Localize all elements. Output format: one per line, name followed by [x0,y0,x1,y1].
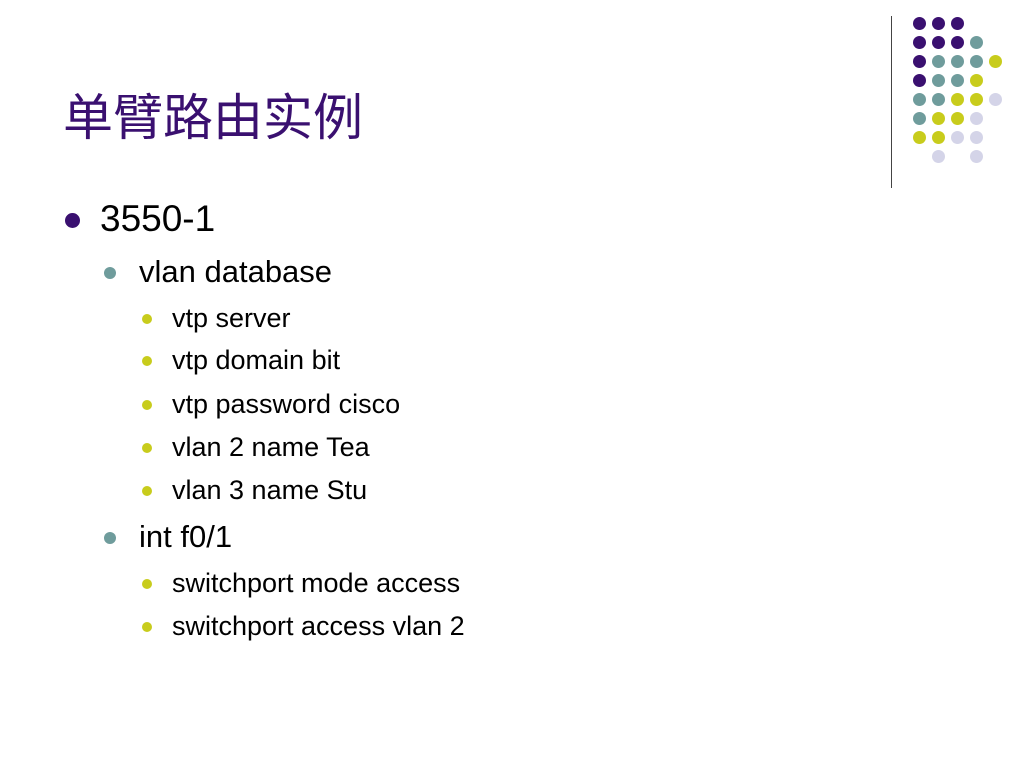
decorative-dot [931,130,945,144]
decorative-dot [912,54,926,68]
vertical-divider [891,16,892,188]
decorative-dot [969,73,983,87]
decorative-dot [969,92,983,106]
decorative-dot [912,130,926,144]
decorative-dot [912,111,926,125]
decorative-dot [950,92,964,106]
bullet-dot-level-2 [104,532,116,544]
decorative-dot [988,92,1002,106]
decorative-dot [950,130,964,144]
decorative-dot [969,130,983,144]
bullet-dot-level-3 [142,314,152,324]
decorative-dot [931,54,945,68]
decorative-dot [950,111,964,125]
decorative-dot [931,111,945,125]
bullet-dot-level-3 [142,356,152,366]
decorative-dot [969,54,983,68]
bullet-text-level-3: vtp password cisco [172,389,401,419]
bullet-dot-level-3 [142,486,152,496]
bullet-dot-level-3 [142,443,152,453]
decorative-dot [969,149,983,163]
decorative-dot [931,73,945,87]
bullet-dot-level-2 [104,267,116,279]
decorative-dot [950,35,964,49]
decorative-dot [912,92,926,106]
decorative-dot [912,16,926,30]
decorative-dot-grid [0,0,1024,200]
bullet-dot-level-3 [142,622,152,632]
bullet-text-level-3: switchport access vlan 2 [172,611,465,641]
bullet-text-level-3: vlan 3 name Stu [172,475,368,505]
decorative-dot [950,73,964,87]
bullet-text-level-3: vlan 2 name Tea [172,432,370,462]
decorative-dot [988,54,1002,68]
decorative-dot [931,35,945,49]
decorative-dot [950,54,964,68]
decorative-dot [912,73,926,87]
decorative-dot [931,149,945,163]
bullet-dot-level-3 [142,579,152,589]
decorative-dot [931,92,945,106]
bullet-dot-level-1 [64,212,80,228]
slide-title: 单臂路由实例 [63,89,363,147]
bullet-text-level-1: 3550-1 [100,198,216,239]
decorative-dot [969,111,983,125]
bullet-text-level-2: vlan database [139,254,333,289]
bullet-text-level-3: switchport mode access [172,568,461,598]
decorative-dot [931,16,945,30]
decorative-dot [950,16,964,30]
decorative-dot [969,35,983,49]
bullet-text-level-3: vtp server [172,303,291,333]
decorative-dot [912,35,926,49]
bullet-text-level-3: vtp domain bit [172,345,341,375]
bullet-text-level-2: int f0/1 [139,519,233,554]
bullet-dot-level-3 [142,400,152,410]
